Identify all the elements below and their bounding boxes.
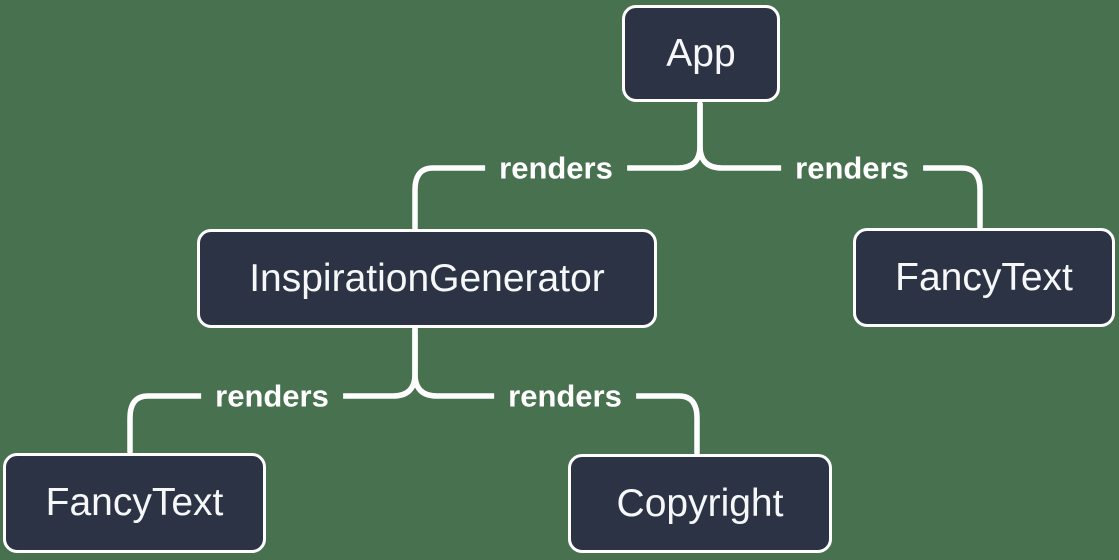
node-fancytext-left: FancyText [3,453,266,553]
edge-label-renders-app-inspirationgenerator: renders [485,149,627,187]
node-inspirationgenerator: InspirationGenerator [197,229,657,328]
edge-label-renders-inspirationgenerator-fancytext: renders [201,377,343,415]
edge-label-renders-inspirationgenerator-copyright: renders [494,377,636,415]
node-app: App [622,5,780,102]
edge-label-renders-app-fancytext: renders [781,149,923,187]
node-fancytext-right: FancyText [853,228,1115,327]
node-copyright: Copyright [568,454,832,553]
